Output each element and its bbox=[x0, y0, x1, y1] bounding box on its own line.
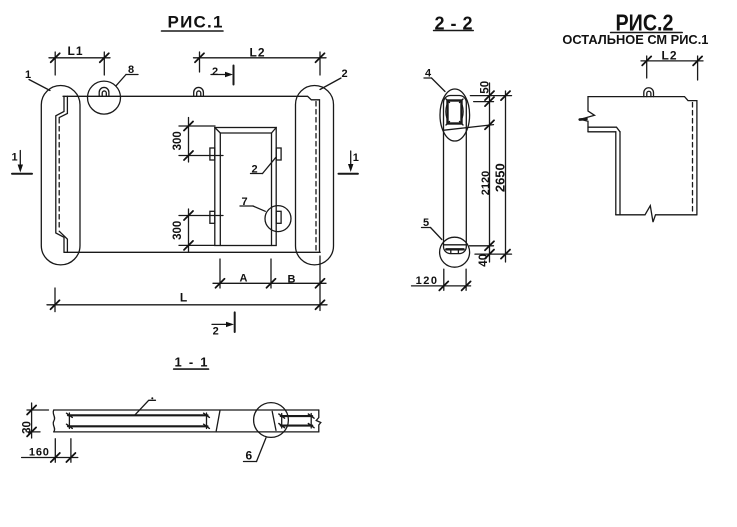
svg-text:1-1: 1-1 bbox=[175, 354, 208, 369]
svg-text:6: 6 bbox=[246, 449, 253, 463]
svg-text:L: L bbox=[180, 291, 187, 305]
svg-text:300: 300 bbox=[172, 131, 184, 150]
svg-text:7: 7 bbox=[241, 196, 247, 208]
svg-text:1: 1 bbox=[353, 152, 359, 164]
svg-text:2120: 2120 bbox=[480, 171, 492, 195]
svg-text:А: А bbox=[240, 273, 248, 285]
svg-text:L1: L1 bbox=[67, 44, 83, 58]
svg-text:2: 2 bbox=[251, 164, 257, 176]
svg-text:30: 30 bbox=[22, 421, 34, 434]
svg-text:РИС.1: РИС.1 bbox=[168, 12, 223, 31]
svg-text:40: 40 bbox=[478, 254, 490, 267]
svg-text:4: 4 bbox=[425, 68, 432, 80]
svg-text:ОСТАЛЬНОЕ СМ РИС.1: ОСТАЛЬНОЕ СМ РИС.1 bbox=[562, 32, 708, 47]
svg-text:2: 2 bbox=[341, 68, 347, 80]
svg-text:5: 5 bbox=[423, 217, 429, 229]
svg-text:L2: L2 bbox=[249, 45, 265, 59]
svg-text:2: 2 bbox=[212, 66, 218, 78]
svg-text:2: 2 bbox=[213, 326, 219, 338]
svg-text:L2: L2 bbox=[661, 49, 677, 63]
svg-text:300: 300 bbox=[172, 221, 184, 240]
svg-text:1: 1 bbox=[25, 69, 31, 81]
svg-text:1: 1 bbox=[11, 152, 17, 164]
svg-text:2-2: 2-2 bbox=[435, 14, 473, 34]
svg-text:120: 120 bbox=[416, 275, 439, 287]
svg-text:В: В bbox=[288, 274, 296, 286]
svg-text:160: 160 bbox=[29, 447, 50, 459]
svg-text:8: 8 bbox=[128, 64, 134, 76]
svg-text:50: 50 bbox=[480, 81, 492, 94]
svg-text:РИС.2: РИС.2 bbox=[616, 10, 674, 36]
svg-text:2650: 2650 bbox=[493, 163, 508, 192]
